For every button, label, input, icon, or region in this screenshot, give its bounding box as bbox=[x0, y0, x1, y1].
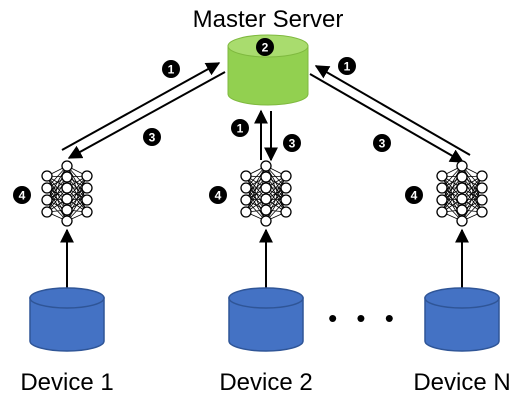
nn-node bbox=[41, 194, 53, 206]
nn-node bbox=[81, 206, 93, 218]
nn-node bbox=[240, 194, 252, 206]
nn-node bbox=[81, 194, 93, 206]
nn-node bbox=[476, 182, 488, 194]
nn-node bbox=[280, 170, 292, 182]
nn-node bbox=[436, 170, 448, 182]
neural-network-icon-device-n bbox=[436, 160, 488, 227]
svg-text:3: 3 bbox=[149, 131, 156, 145]
nn-node bbox=[41, 170, 53, 182]
data-arrows bbox=[60, 228, 469, 288]
step-badge-4-device-n: 4 bbox=[405, 186, 423, 204]
nn-node bbox=[436, 194, 448, 206]
nn-node bbox=[81, 170, 93, 182]
nn-node bbox=[260, 204, 272, 216]
arrows-device-2 bbox=[254, 109, 278, 162]
step-badge-1-left: 1 bbox=[162, 60, 180, 78]
nn-node bbox=[240, 206, 252, 218]
arrows-device-n bbox=[309, 65, 471, 163]
nn-node bbox=[260, 182, 272, 194]
svg-text:1: 1 bbox=[344, 60, 351, 74]
database-cylinder-device-1 bbox=[29, 287, 105, 352]
svg-text:4: 4 bbox=[411, 189, 418, 203]
nn-node bbox=[61, 182, 73, 194]
nn-node bbox=[436, 182, 448, 194]
svg-text:2: 2 bbox=[262, 41, 269, 55]
nn-node bbox=[41, 206, 53, 218]
step-badge-1-center: 1 bbox=[231, 119, 249, 137]
nn-node bbox=[260, 215, 272, 227]
nn-node bbox=[456, 215, 468, 227]
nn-node bbox=[476, 206, 488, 218]
device-label-2: Device 2 bbox=[219, 369, 312, 396]
nn-node bbox=[240, 182, 252, 194]
nn-node bbox=[456, 193, 468, 205]
step-badge-3-center: 3 bbox=[283, 134, 301, 152]
nn-node bbox=[61, 204, 73, 216]
svg-text:4: 4 bbox=[215, 189, 222, 203]
step-badge-2-server: 2 bbox=[256, 38, 274, 56]
svg-text:4: 4 bbox=[19, 189, 26, 203]
nn-node bbox=[456, 182, 468, 194]
nn-node bbox=[476, 194, 488, 206]
nn-node bbox=[476, 170, 488, 182]
neural-network-icon-device-1 bbox=[41, 160, 93, 227]
nn-node bbox=[260, 171, 272, 183]
nn-node bbox=[260, 193, 272, 205]
database-cylinder-device-n bbox=[424, 287, 500, 352]
svg-text:3: 3 bbox=[289, 137, 296, 151]
nn-node bbox=[41, 182, 53, 194]
nn-node bbox=[280, 194, 292, 206]
svg-text:3: 3 bbox=[379, 137, 386, 151]
svg-text:1: 1 bbox=[237, 122, 244, 136]
arrows-device-1 bbox=[61, 62, 226, 159]
nn-node bbox=[61, 215, 73, 227]
nn-node bbox=[280, 182, 292, 194]
nn-node bbox=[456, 160, 468, 172]
nn-node bbox=[81, 182, 93, 194]
master-server-title: Master Server bbox=[193, 6, 344, 33]
step-badge-4-device-1: 4 bbox=[13, 186, 31, 204]
nn-node bbox=[61, 171, 73, 183]
nn-node bbox=[280, 206, 292, 218]
nn-node bbox=[456, 171, 468, 183]
device-label-n: Device N bbox=[413, 369, 510, 396]
svg-text:1: 1 bbox=[168, 63, 175, 77]
master-server-cylinder bbox=[227, 34, 309, 106]
device-label-1: Device 1 bbox=[20, 369, 113, 396]
ellipsis-more-devices: • • • bbox=[328, 303, 400, 333]
nn-node bbox=[61, 193, 73, 205]
step-badge-4-device-2: 4 bbox=[209, 186, 227, 204]
step-badge-3-right: 3 bbox=[373, 134, 391, 152]
nn-node bbox=[456, 204, 468, 216]
nn-node bbox=[61, 160, 73, 172]
nn-node bbox=[240, 170, 252, 182]
nn-node bbox=[260, 160, 272, 172]
database-cylinder-device-2 bbox=[228, 287, 304, 352]
step-badge-3-left: 3 bbox=[143, 128, 161, 146]
step-badge-1-right: 1 bbox=[338, 57, 356, 75]
neural-network-icon-device-2 bbox=[240, 160, 292, 227]
nn-node bbox=[436, 206, 448, 218]
